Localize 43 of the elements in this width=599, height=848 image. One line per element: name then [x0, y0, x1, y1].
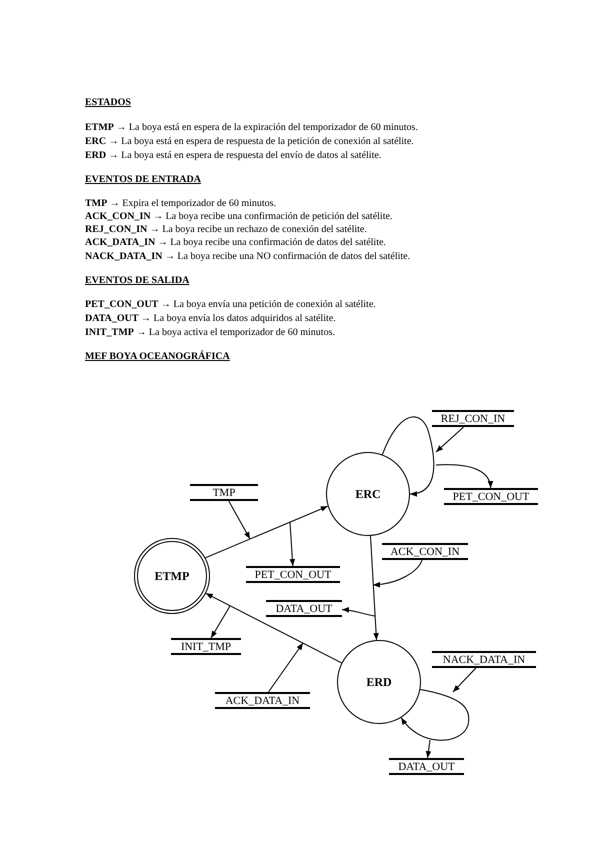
state-circle: ERC: [326, 452, 410, 536]
leader-arrow: [436, 464, 493, 488]
section-heading: EVENTOS DE ENTRADA: [85, 174, 201, 186]
event-label: REJ_CON_IN: [432, 410, 514, 427]
event-label: ACK_CON_IN: [382, 543, 468, 560]
event-label: PET_CON_OUT: [444, 488, 538, 505]
section-heading: ESTADOS: [85, 97, 131, 109]
leader-arrow: [452, 668, 476, 692]
definition-text: NACK_DATA_IN → La boya recibe una NO confirmación de datos del satélite.: [85, 251, 410, 263]
transition-arrow: [204, 506, 328, 558]
leader-arrow: [268, 642, 304, 692]
initial-state-circle: ETMP: [134, 538, 210, 614]
definition-text: ACK_DATA_IN → La boya recibe una confirmación de datos del satélite.: [85, 237, 386, 249]
definition-text: INIT_TMP → La boya activa el temporizador de 60 minutos.: [85, 327, 335, 339]
event-label: INIT_TMP: [171, 638, 241, 655]
leader-arrow: [210, 606, 230, 638]
transition-arrow: [382, 416, 434, 496]
definition-text: ERC → La boya está en espera de respuesta de la petición de conexión al satélite.: [85, 136, 414, 148]
leader-arrow: [426, 740, 432, 758]
leader-arrow: [290, 522, 296, 566]
state-circle: ERD: [337, 640, 421, 724]
event-label: DATA_OUT: [389, 758, 464, 775]
definition-text: DATA_OUT → La boya envía los datos adquiridos al satélite.: [85, 313, 336, 325]
event-label: ACK_DATA_IN: [215, 692, 310, 709]
transition-arrow: [370, 535, 379, 641]
definition-text: TMP → Expira el temporizador de 60 minutos.: [85, 198, 276, 210]
definition-text: ERD → La boya está en espera de respuesta del envío de datos al satélite.: [85, 150, 382, 162]
leader-arrow: [436, 426, 464, 452]
event-label: PET_CON_OUT: [246, 566, 340, 583]
leader-arrow: [342, 607, 376, 616]
event-label: NACK_DATA_IN: [432, 651, 536, 668]
event-label: TMP: [190, 484, 258, 501]
definition-text: PET_CON_OUT → La boya envía una petición de conexión al satélite.: [85, 299, 376, 311]
leader-arrow: [228, 500, 250, 540]
transition-arrow: [205, 592, 342, 664]
definition-text: ETMP → La boya está en espera de la expiración del temporizador de 60 minutos.: [85, 122, 418, 134]
section-heading: MEF BOYA OCEANOGRÁFICA: [85, 351, 230, 363]
definition-text: REJ_CON_IN → La boya recibe un rechazo de conexión del satélite.: [85, 224, 367, 236]
section-heading: EVENTOS DE SALIDA: [85, 275, 190, 287]
event-label: DATA_OUT: [266, 600, 342, 617]
definition-text: ACK_CON_IN → La boya recibe una confirmación de petición del satélite.: [85, 211, 392, 223]
transition-arrow: [400, 689, 470, 741]
leader-arrow: [372, 560, 423, 588]
